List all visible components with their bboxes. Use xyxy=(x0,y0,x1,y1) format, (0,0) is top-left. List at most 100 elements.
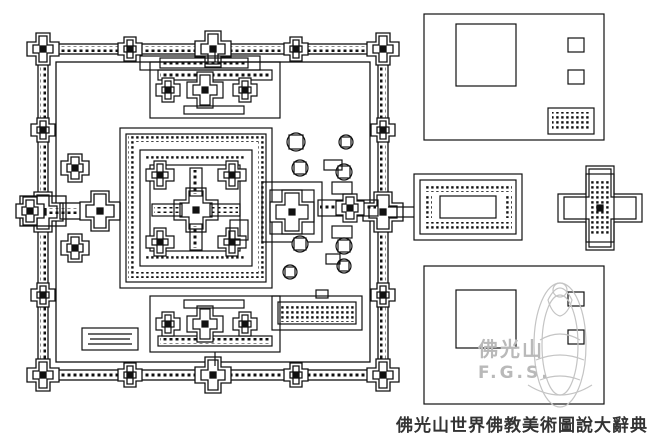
cruciform-pavilion xyxy=(217,227,247,257)
colonnade xyxy=(504,196,512,218)
shrine-cell xyxy=(293,237,307,251)
cruciform-pavilion xyxy=(366,358,400,392)
minor-shrine xyxy=(291,235,309,253)
colonnade xyxy=(128,272,264,278)
minor-shrine xyxy=(335,163,353,181)
cruciform-pavilion xyxy=(283,36,309,62)
shrine-outline xyxy=(335,163,353,181)
pavilion-core xyxy=(379,291,387,299)
pavilion-inner xyxy=(32,361,54,389)
east-annex-buildings xyxy=(388,13,643,405)
pavilion-inner xyxy=(275,192,309,232)
shrine-outline xyxy=(286,132,306,152)
pavilion-core xyxy=(228,171,236,179)
pavilion-core xyxy=(96,207,104,215)
minor-shrine xyxy=(335,237,353,255)
pavilion-core xyxy=(164,320,172,328)
cell xyxy=(567,69,585,85)
pavilion-core xyxy=(201,320,209,328)
inner-cloister xyxy=(139,149,253,267)
long-hall-inner xyxy=(277,301,357,325)
pavilion-core xyxy=(379,45,387,53)
shrine-outline xyxy=(291,159,309,177)
pavilion-core xyxy=(71,164,79,172)
north-hall xyxy=(139,55,261,71)
central-sanctuary xyxy=(81,48,379,366)
gallery-wall xyxy=(157,335,273,347)
pavilion-core xyxy=(71,244,79,252)
gallery-wall xyxy=(151,203,183,217)
cell xyxy=(567,37,585,53)
colonnade xyxy=(258,142,264,272)
pavilion-core xyxy=(156,171,164,179)
gallery-wall xyxy=(189,167,203,197)
cruciform-pavilion xyxy=(217,160,247,190)
pavilion-inner xyxy=(32,35,54,63)
pavilion-small xyxy=(323,159,343,171)
pavilion-core xyxy=(39,291,47,299)
pavilion-core xyxy=(379,371,387,379)
cruciform-pavilion xyxy=(232,77,258,103)
hall xyxy=(183,105,245,115)
colonnade xyxy=(424,222,512,230)
pavilion-core xyxy=(164,86,172,94)
pavilion-small xyxy=(331,181,353,195)
pavilion-core xyxy=(346,204,354,212)
colonnade xyxy=(128,136,264,142)
colonnade xyxy=(128,142,134,272)
cruciform-pavilion xyxy=(283,362,309,388)
cruciform-pavilion xyxy=(60,153,90,183)
cruciform-pavilion xyxy=(79,190,121,232)
colonnade xyxy=(154,207,180,213)
colonnade xyxy=(424,184,512,192)
pavilion-core xyxy=(201,86,209,94)
colonnade xyxy=(146,156,246,161)
colonnade xyxy=(162,60,246,66)
cruciform-pavilion xyxy=(186,71,224,109)
cruciform-pavilion xyxy=(155,311,181,337)
pavilion-core xyxy=(39,126,47,134)
pavilion-core xyxy=(288,208,296,216)
cruciform-pavilion xyxy=(15,196,45,226)
pavilion-core xyxy=(241,320,249,328)
pavilion-inner xyxy=(192,74,218,106)
cruciform-pavilion xyxy=(145,160,175,190)
shrine-cell xyxy=(288,134,304,150)
cruciform-pavilion xyxy=(60,233,90,263)
pavilion-inner xyxy=(372,35,394,63)
cruciform-pavilion xyxy=(145,227,175,257)
sanctuary-wall-2 xyxy=(125,133,267,283)
cruciform-pavilion xyxy=(26,32,60,66)
courtyard-complex xyxy=(149,48,281,119)
cruciform-pavilion xyxy=(335,193,365,223)
pavilion-core xyxy=(292,371,300,379)
tank xyxy=(81,327,139,351)
cruciform-pavilion xyxy=(117,362,143,388)
shrine-outline xyxy=(338,134,354,150)
gallery-wall xyxy=(159,57,249,69)
shrine-cell xyxy=(338,260,350,272)
buddha-logo-icon xyxy=(527,282,593,408)
watermark-title: 佛光山 xyxy=(477,337,544,361)
shrine-cell xyxy=(284,266,296,278)
colonnade xyxy=(160,338,270,344)
pavilion-core xyxy=(209,45,217,53)
minor-shrine xyxy=(338,134,354,150)
cruciform-pavilion xyxy=(194,356,232,394)
east-hall-inner xyxy=(419,179,517,235)
pavilion-core xyxy=(209,371,217,379)
northeast-building xyxy=(455,23,517,87)
cruciform-pavilion xyxy=(155,77,181,103)
colonnade xyxy=(193,170,199,194)
pavilion-core xyxy=(292,45,300,53)
northeast-courtyard xyxy=(423,13,605,141)
colonnade xyxy=(424,196,432,218)
pavilion-core xyxy=(156,238,164,246)
pavilion-inner xyxy=(85,193,115,229)
cruciform-pavilion xyxy=(362,191,404,233)
pavilion-small xyxy=(331,225,353,239)
cruciform-hall xyxy=(585,173,615,243)
pavilion-small xyxy=(325,253,341,265)
shrine-cell xyxy=(340,136,352,148)
